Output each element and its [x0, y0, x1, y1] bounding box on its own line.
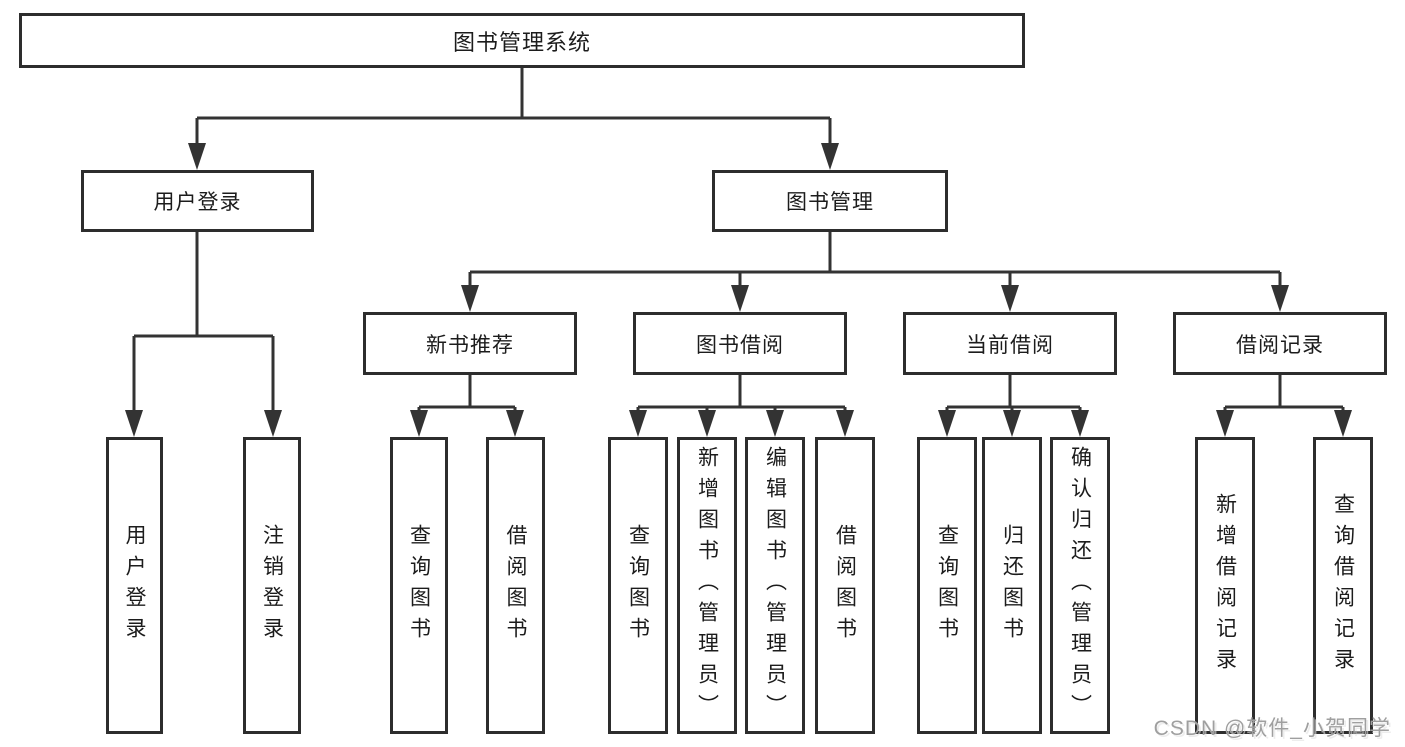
leaf-recommend-query-books-label: 查询图书 [407, 523, 431, 648]
leaf-logout-login-label: 注销登录 [260, 523, 284, 648]
leaf-recommend-borrow-books: 借阅图书 [486, 437, 545, 734]
leaf-user-login: 用户登录 [106, 437, 163, 734]
leaf-borrow-edit-books-admin: 编辑图书（管理员） [745, 437, 805, 734]
node-new-book-recommend-label: 新书推荐 [426, 333, 514, 357]
leaf-records-add-record-label: 新增借阅记录 [1213, 492, 1237, 679]
leaf-current-return-books: 归还图书 [982, 437, 1042, 734]
leaf-current-query-books-label: 查询图书 [935, 523, 959, 648]
node-borrowing-records-label: 借阅记录 [1236, 333, 1324, 357]
leaf-current-return-books-label: 归还图书 [1000, 523, 1024, 648]
leaf-borrow-add-books-admin: 新增图书（管理员） [677, 437, 737, 734]
node-book-borrowing-label: 图书借阅 [696, 333, 784, 357]
leaf-borrow-borrow-books-label: 借阅图书 [833, 523, 857, 648]
node-book-management: 图书管理 [712, 170, 948, 232]
leaf-user-login-label: 用户登录 [123, 523, 146, 648]
leaf-borrow-edit-books-admin-label: 编辑图书（管理员） [763, 446, 787, 725]
leaf-logout-login: 注销登录 [243, 437, 301, 734]
node-library-management-system: 图书管理系统 [19, 13, 1025, 68]
leaf-borrow-add-books-admin-label: 新增图书（管理员） [695, 446, 719, 725]
node-current-borrowing-label: 当前借阅 [966, 333, 1054, 357]
node-borrowing-records: 借阅记录 [1173, 312, 1387, 375]
arrowheads [125, 143, 1352, 437]
leaf-records-query-record-label: 查询借阅记录 [1331, 492, 1355, 679]
node-book-management-label: 图书管理 [786, 191, 874, 214]
leaf-records-query-record: 查询借阅记录 [1313, 437, 1373, 734]
leaf-records-add-record: 新增借阅记录 [1195, 437, 1255, 734]
leaf-current-confirm-return-admin-label: 确认归还（管理员） [1068, 446, 1092, 725]
leaf-current-confirm-return-admin: 确认归还（管理员） [1050, 437, 1110, 734]
node-library-management-system-label: 图书管理系统 [452, 29, 591, 55]
leaf-borrow-borrow-books: 借阅图书 [815, 437, 875, 734]
leaf-borrow-query-books: 查询图书 [608, 437, 668, 734]
node-current-borrowing: 当前借阅 [903, 312, 1117, 375]
node-book-borrowing: 图书借阅 [633, 312, 847, 375]
csdn-watermark: CSDN @软件_小贺同学 [1153, 717, 1391, 740]
leaf-recommend-query-books: 查询图书 [390, 437, 448, 734]
node-user-login-label: 用户登录 [153, 191, 242, 214]
node-user-login: 用户登录 [81, 170, 314, 232]
leaf-current-query-books: 查询图书 [917, 437, 977, 734]
node-new-book-recommend: 新书推荐 [363, 312, 577, 375]
leaf-recommend-borrow-books-label: 借阅图书 [504, 523, 527, 648]
leaf-borrow-query-books-label: 查询图书 [626, 523, 650, 648]
